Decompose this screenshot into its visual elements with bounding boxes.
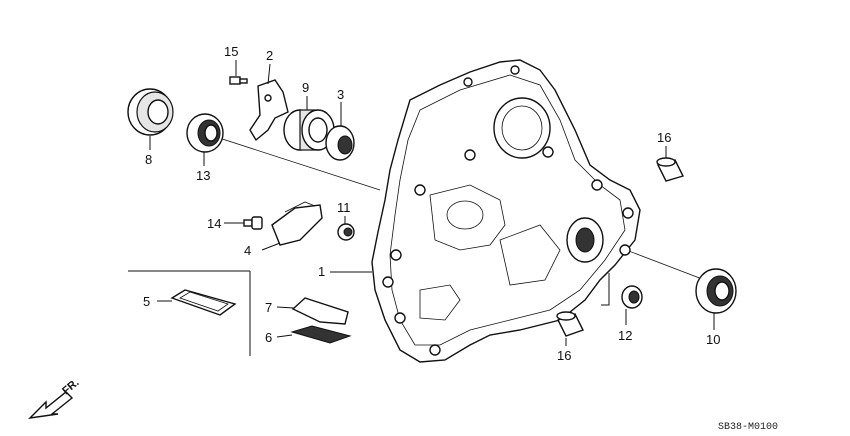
collar-12 [621, 285, 643, 309]
callout-16-top: 16 [657, 130, 671, 145]
callout-10: 10 [706, 332, 720, 347]
callout-4: 4 [244, 243, 251, 258]
callout-9: 9 [302, 80, 309, 95]
plate-7 [291, 297, 349, 325]
callout-15: 15 [224, 44, 238, 59]
oil-seal-13 [186, 113, 224, 153]
shim-6 [290, 325, 352, 344]
ball-bearing [127, 88, 174, 136]
callout-5: 5 [143, 294, 150, 309]
callout-6: 6 [265, 330, 272, 345]
dowel-pin-16-bottom [556, 311, 584, 337]
callout-16-bottom: 16 [557, 348, 571, 363]
callouts: 15 2 9 3 8 13 14 4 11 1 5 7 6 16 16 12 1… [143, 44, 720, 363]
magnet-holder-5 [170, 289, 237, 316]
callout-14: 14 [207, 216, 221, 231]
oil-seal-10 [695, 268, 737, 314]
bolt-15 [229, 76, 248, 85]
plug-11 [337, 223, 355, 241]
slider-4 [271, 201, 323, 246]
bolt-14 [243, 216, 263, 230]
leader-lines [149, 60, 715, 346]
front-direction-arrow: FR. [28, 377, 82, 419]
callout-7: 7 [265, 300, 272, 315]
bushing-3 [325, 125, 355, 161]
callout-13: 13 [196, 168, 210, 183]
dowel-pin-16-top [656, 157, 685, 182]
callout-12: 12 [618, 328, 632, 343]
callout-11: 11 [337, 200, 351, 215]
callout-1: 1 [318, 264, 325, 279]
callout-2: 2 [266, 48, 273, 63]
needle-bearing-9 [283, 109, 335, 151]
inset-frame [128, 270, 251, 356]
callout-8: 8 [145, 152, 152, 167]
callout-3: 3 [337, 87, 344, 102]
bracket-2 [249, 79, 289, 142]
clutch-housing [371, 59, 641, 363]
diagram-code: SB38-M0100 [718, 422, 778, 433]
